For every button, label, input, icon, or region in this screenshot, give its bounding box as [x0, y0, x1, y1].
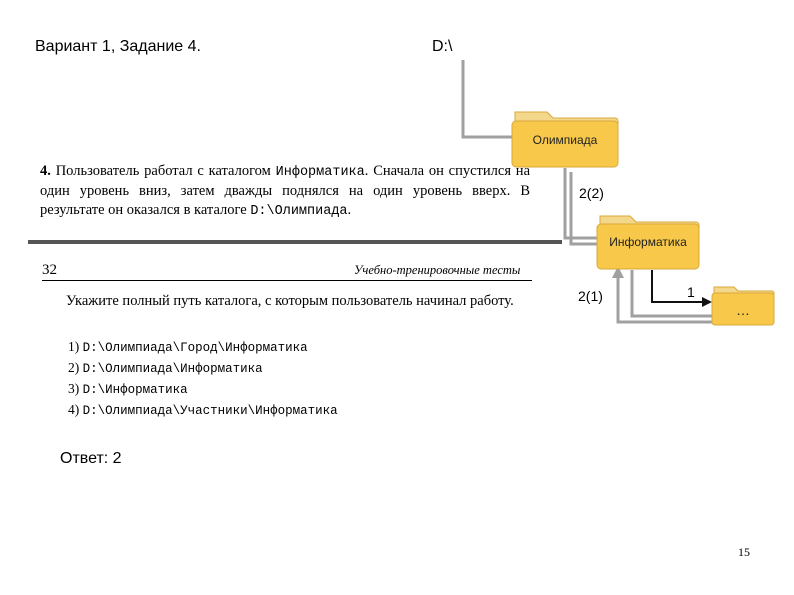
folder-subfolder: …: [711, 282, 775, 326]
folder-olimpiada-label: Олимпиада: [532, 133, 598, 147]
option-number: 4): [68, 402, 80, 417]
answer-text: Ответ: 2: [60, 450, 122, 467]
separator-rule: [28, 240, 562, 244]
connector-drive-to-olimpiada: [461, 60, 512, 139]
arrow-up-path: [616, 276, 713, 324]
option-path: D:\Олимпиада\Информатика: [82, 362, 263, 376]
option-number: 1): [68, 339, 80, 354]
book-running-head: Учебно-тренировочные тесты: [354, 263, 521, 277]
folder-informatika: Информатика: [596, 210, 700, 270]
option-number: 3): [68, 381, 80, 396]
slide-number: 15: [738, 545, 750, 559]
connector-olimpiada-to-informatika: [563, 168, 597, 240]
arrow-up2-path: [569, 172, 597, 246]
option-path: D:\Олимпиада\Участники\Информатика: [82, 404, 338, 418]
task-catalog-end: D:\Олимпиада: [250, 204, 348, 219]
option-path: D:\Информатика: [82, 383, 188, 397]
answer-option: 4) D:\Олимпиада\Участники\Информатика: [68, 400, 338, 421]
answer-option: 2) D:\Олимпиада\Информатика: [68, 358, 338, 379]
task-text: 4. Пользователь работал с каталогом Инфо…: [40, 162, 530, 221]
option-number: 2): [68, 360, 80, 375]
connector-informatika-to-subfolder: [630, 270, 713, 318]
answer-option: 3) D:\Информатика: [68, 379, 338, 400]
task-text-part2: . Сначала он спустился на один уровень в…: [40, 163, 530, 218]
task-number: 4.: [40, 163, 51, 179]
arrow-up-head: [612, 266, 624, 278]
step-label-down: 1: [687, 284, 695, 300]
answer-options: 1) D:\Олимпиада\Город\Информатика 2) D:\…: [68, 337, 338, 421]
drive-root-label: D:\: [432, 38, 453, 55]
variant-heading: Вариант 1, Задание 4.: [35, 38, 201, 55]
arrow-down-head: [702, 297, 712, 307]
task-catalog-start: Информатика: [275, 165, 365, 180]
arrow-down-path: [651, 270, 704, 303]
folder-olimpiada: Олимпиада: [511, 106, 619, 168]
answer-option: 1) D:\Олимпиада\Город\Информатика: [68, 337, 338, 358]
step-label-up2: 2(2): [579, 185, 604, 201]
folder-icon: [596, 215, 700, 270]
option-path: D:\Олимпиада\Город\Информатика: [82, 341, 308, 355]
folder-icon: [711, 286, 775, 326]
task-text-part3: .: [347, 202, 352, 218]
book-running-line: [42, 280, 532, 281]
task-text-part1: Пользователь работал с каталогом: [55, 163, 276, 179]
step-label-up1: 2(1): [578, 288, 603, 304]
folder-informatika-label: Информатика: [609, 235, 687, 249]
book-question: Укажите полный путь каталога, с которым …: [66, 293, 514, 309]
folder-icon: [511, 111, 619, 168]
book-page-number: 32: [42, 262, 57, 278]
folder-subfolder-label: …: [736, 302, 750, 318]
